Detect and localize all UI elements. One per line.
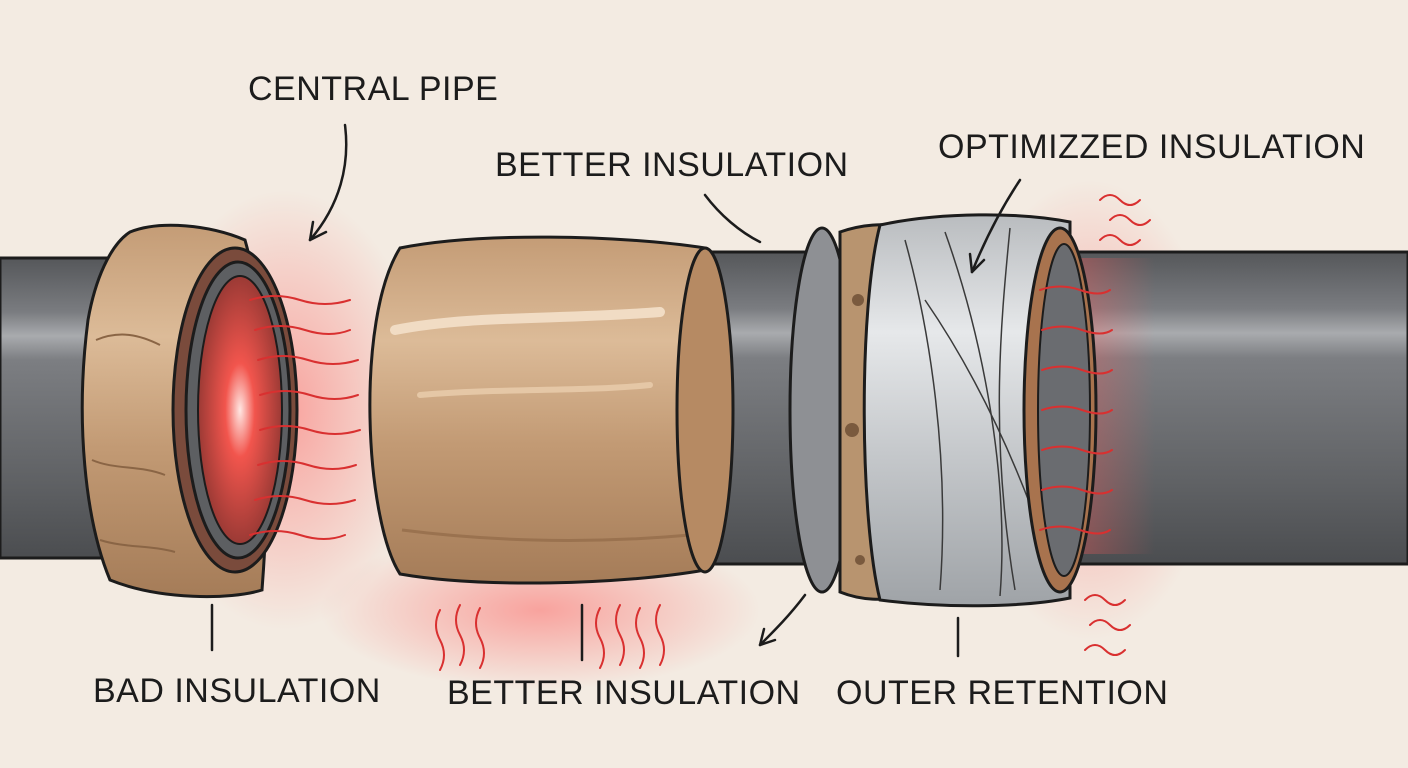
label-better-insulation-top: BETTER INSULATION	[495, 146, 849, 184]
bad-insulation-layer	[80, 223, 299, 599]
label-outer-retention: OUTER RETENTION	[836, 674, 1169, 712]
label-central-pipe: CENTRAL PIPE	[248, 70, 499, 108]
optimized-insulation-layer	[788, 213, 1098, 608]
leader-lines	[210, 123, 1022, 662]
heat-waves	[249, 194, 1151, 671]
label-better-insulation-bottom: BETTER INSULATION	[447, 674, 801, 712]
better-insulation-layer	[368, 235, 735, 585]
label-bad-insulation: BAD INSULATION	[93, 672, 381, 710]
label-optimized-insulation: OPTIMIZZED INSULATION	[938, 128, 1366, 166]
